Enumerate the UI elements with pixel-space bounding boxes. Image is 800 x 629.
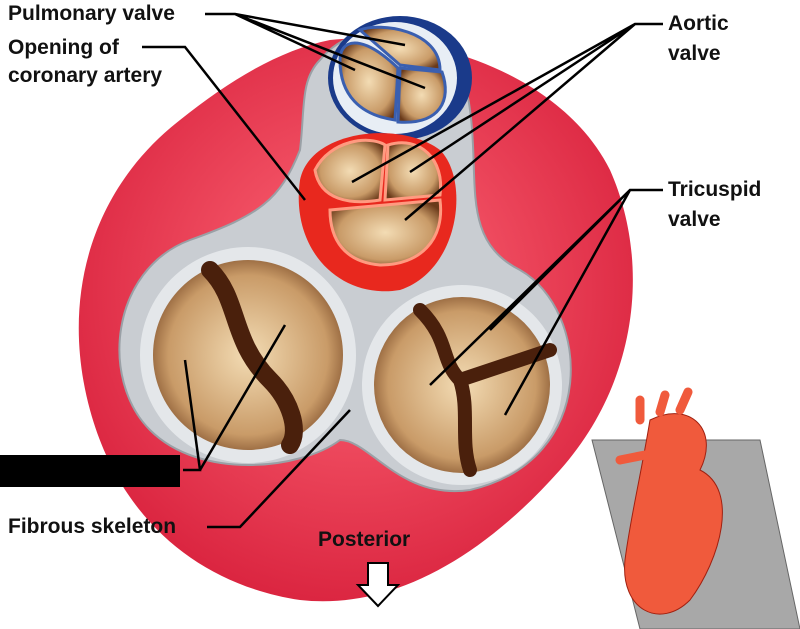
leader-lines — [142, 12, 663, 529]
label-posterior: Posterior — [318, 528, 411, 551]
aortic-valve — [298, 133, 457, 292]
label-aortic-2: valve — [668, 42, 721, 65]
redacted-label — [0, 455, 180, 487]
posterior-arrow-icon — [355, 562, 401, 608]
label-fibrous-skeleton: Fibrous skeleton — [8, 515, 177, 538]
pulmonary-valve — [328, 16, 472, 140]
label-tricuspid-1: Tricuspid — [668, 178, 762, 201]
label-opening-coronary-1: Opening of — [8, 36, 119, 59]
orientation-thumbnail — [591, 387, 800, 629]
label-pulmonary-valve: Pulmonary valve — [8, 2, 175, 25]
label-opening-coronary-2: coronary artery — [8, 64, 163, 87]
tricuspid-valve — [362, 285, 562, 485]
label-tricuspid-2: valve — [668, 208, 721, 231]
mitral-valve — [140, 247, 356, 463]
label-aortic-1: Aortic — [668, 12, 729, 35]
